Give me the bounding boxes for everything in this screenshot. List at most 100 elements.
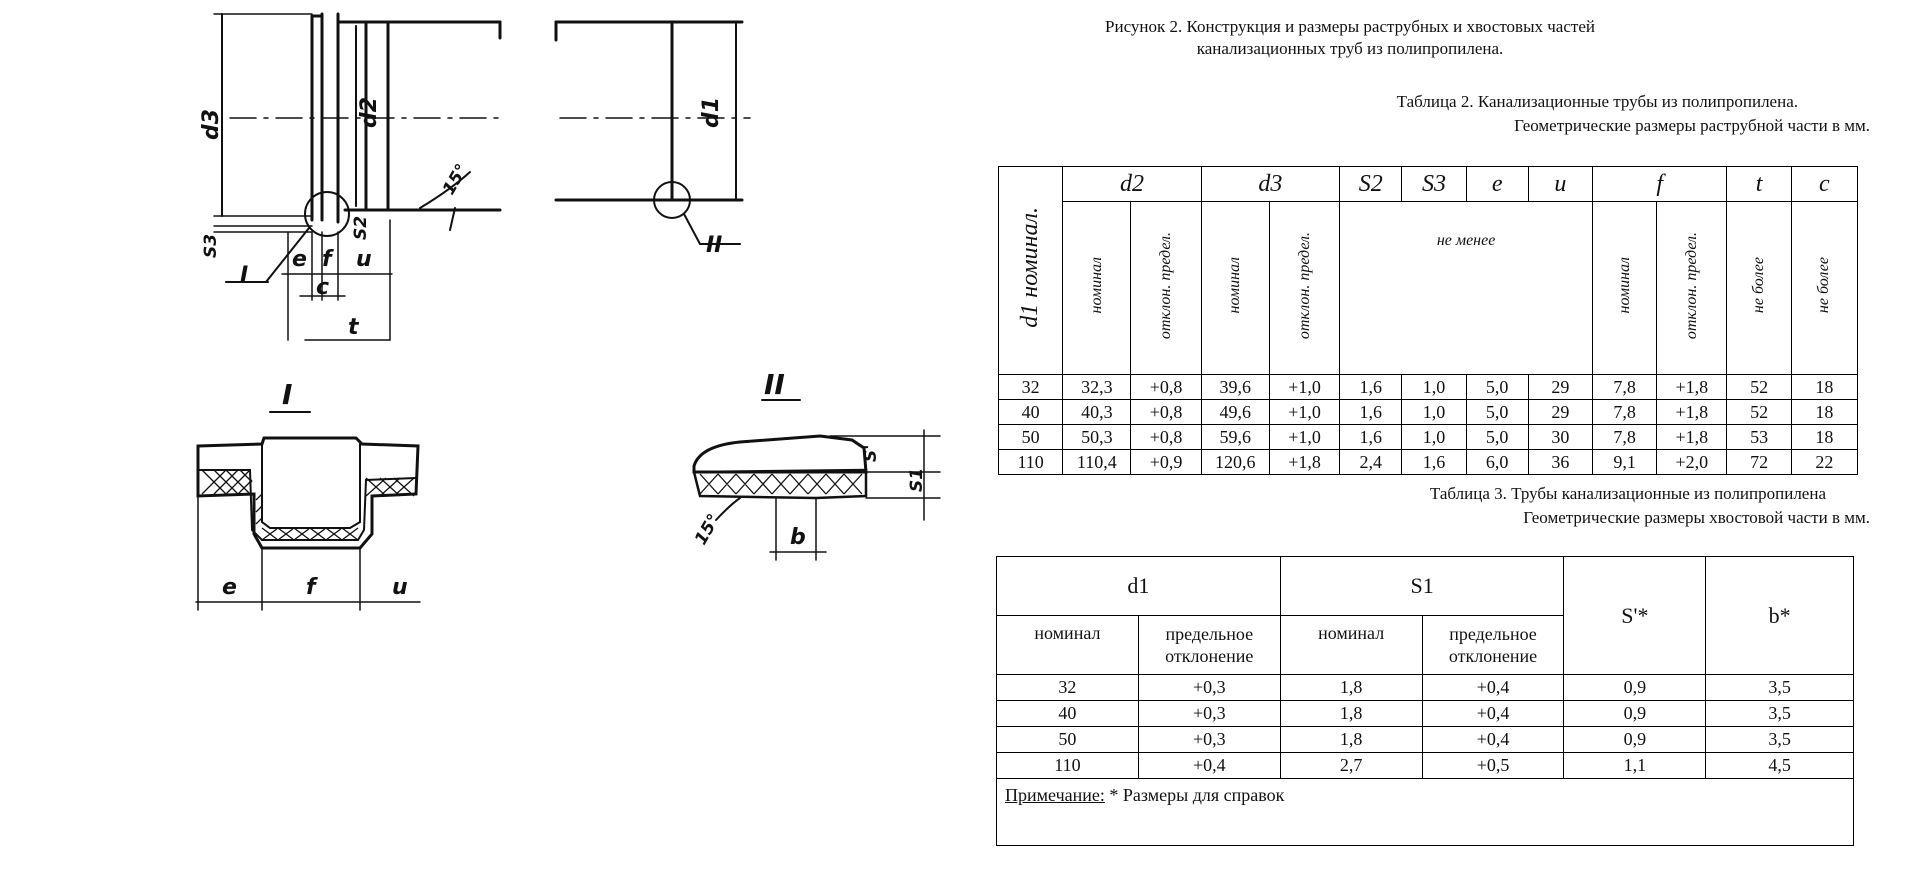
table3-note: Примечание: * Размеры для справок: [996, 778, 1854, 846]
table-cell: 36: [1527, 449, 1594, 475]
table-cell: 40,3: [1062, 399, 1132, 425]
table-cell: 29: [1527, 399, 1594, 425]
table3-caption-line2: Геометрические размеры хвостовой части в…: [1523, 508, 1870, 527]
label-f: f: [322, 247, 334, 272]
table-cell: 4,5: [1705, 752, 1854, 779]
group-u: u: [1527, 166, 1594, 202]
table-cell: 0,9: [1563, 726, 1707, 753]
table-cell: +0,8: [1130, 374, 1202, 400]
header-b: b*: [1705, 556, 1854, 675]
table-cell: 1,8: [1279, 700, 1423, 727]
figure-caption-line2: канализационных труб из полипропилена.: [1196, 39, 1504, 58]
table-cell: +1,8: [1656, 374, 1728, 400]
table3: d1 S1 S'* b* номинал предельное отклонен…: [996, 556, 1854, 846]
table-cell: +0,3: [1137, 726, 1281, 753]
sub-label: не более: [1750, 257, 1768, 314]
table-cell: 1,0: [1401, 374, 1467, 400]
table-cell: 49,6: [1200, 399, 1270, 425]
label-II: II: [706, 233, 722, 258]
table-cell: 32: [996, 674, 1139, 701]
table-cell: 1,6: [1401, 449, 1467, 475]
detail-label-u: u: [392, 575, 408, 600]
table-cell: 72: [1726, 449, 1792, 475]
label-d2: d2: [357, 97, 382, 128]
label-t: t: [348, 315, 360, 340]
table-cell: 50: [996, 726, 1139, 753]
sub-d1-nominal: номинал: [996, 615, 1139, 675]
table-cell: 22: [1790, 449, 1859, 475]
table-cell: 40: [997, 399, 1064, 425]
sub-label: отклон. предел.: [1682, 231, 1700, 340]
table-cell: 53: [1726, 424, 1792, 450]
sub-label: номинал: [1226, 257, 1244, 314]
label-u: u: [356, 247, 372, 272]
label-I: I: [240, 263, 248, 288]
table-cell: 1,0: [1401, 399, 1467, 425]
group-t: t: [1726, 166, 1792, 202]
table-cell: 9,1: [1591, 449, 1658, 475]
label-s2: S2: [351, 216, 371, 240]
label-s1: S1: [907, 468, 927, 492]
table-cell: +1,0: [1268, 374, 1341, 400]
table-cell: 5,0: [1465, 399, 1529, 425]
sub-d2-deviation: отклон. предел.: [1130, 201, 1202, 375]
table-cell: 29: [1527, 374, 1594, 400]
header-d1: d1: [996, 556, 1281, 616]
sub-t-not-more: не более: [1726, 201, 1792, 375]
table-cell: 50: [997, 424, 1064, 450]
table-cell: 2,4: [1339, 449, 1403, 475]
note-text: * Размеры для справок: [1104, 785, 1285, 805]
label-s-prime: S': [861, 445, 881, 462]
table-cell: 120,6: [1200, 449, 1270, 475]
table2: d1 номинал. d2 d3 S2 S3 e u f t c номина…: [997, 166, 1859, 475]
detail-label-f: f: [306, 575, 318, 600]
table-cell: 5,0: [1465, 424, 1529, 450]
sub-label: отклон. предел.: [1295, 231, 1313, 340]
group-e: e: [1465, 166, 1529, 202]
table2-caption: Таблица 2. Канализационные трубы из поли…: [1100, 90, 1870, 138]
sub-c-not-more: не более: [1790, 201, 1859, 375]
table-cell: 39,6: [1200, 374, 1270, 400]
table-cell: 1,8: [1279, 674, 1423, 701]
table-cell: 110: [996, 752, 1139, 779]
table-cell: +1,0: [1268, 399, 1341, 425]
sub-d3-nominal: номинал: [1200, 201, 1270, 375]
sub-label: не более: [1815, 257, 1833, 314]
table3-caption-line1: Таблица 3. Трубы канализационные из поли…: [1429, 484, 1826, 503]
figure-caption-line1: Рисунок 2. Конструкция и размеры раструб…: [1105, 17, 1595, 36]
table-cell: 5,0: [1465, 374, 1529, 400]
table-cell: +1,8: [1656, 399, 1728, 425]
table-cell: +2,0: [1656, 449, 1728, 475]
group-c: c: [1790, 166, 1859, 202]
table-cell: 6,0: [1465, 449, 1529, 475]
table-cell: +0,4: [1421, 726, 1565, 753]
sub-f-deviation: отклон. предел.: [1656, 201, 1728, 375]
table-cell: +0,8: [1130, 424, 1202, 450]
table-cell: +1,8: [1268, 449, 1341, 475]
pipe-drawing: d3 d2 d1 S3 S2 e f u c t 15° I II I II e…: [195, 12, 941, 611]
table-cell: 7,8: [1591, 374, 1658, 400]
table-cell: 1,0: [1401, 424, 1467, 450]
table-cell: 1,6: [1339, 374, 1403, 400]
sub-deviation-line1: предельное: [1165, 624, 1254, 644]
table2-caption-line2: Геометрические размеры раструбной части …: [1514, 116, 1870, 135]
label-c: c: [316, 275, 329, 300]
sub-d2-nominal: номинал: [1062, 201, 1132, 375]
table-cell: +0,3: [1137, 674, 1281, 701]
table-cell: 110: [997, 449, 1064, 475]
table-cell: 18: [1790, 424, 1859, 450]
sub-label: номинал: [1087, 257, 1105, 314]
table-cell: 0,9: [1563, 700, 1707, 727]
sub-deviation-line2: отклонение: [1448, 646, 1538, 666]
detail-II-title: II: [764, 368, 785, 401]
table-cell: 3,5: [1705, 700, 1854, 727]
detail-label-e: e: [222, 575, 237, 600]
detail-I-title: I: [282, 378, 292, 411]
group-f: f: [1591, 166, 1728, 202]
table2-caption-line1: Таблица 2. Канализационные трубы из поли…: [1396, 92, 1798, 111]
sub-deviation-line2: отклонение: [1165, 646, 1254, 666]
